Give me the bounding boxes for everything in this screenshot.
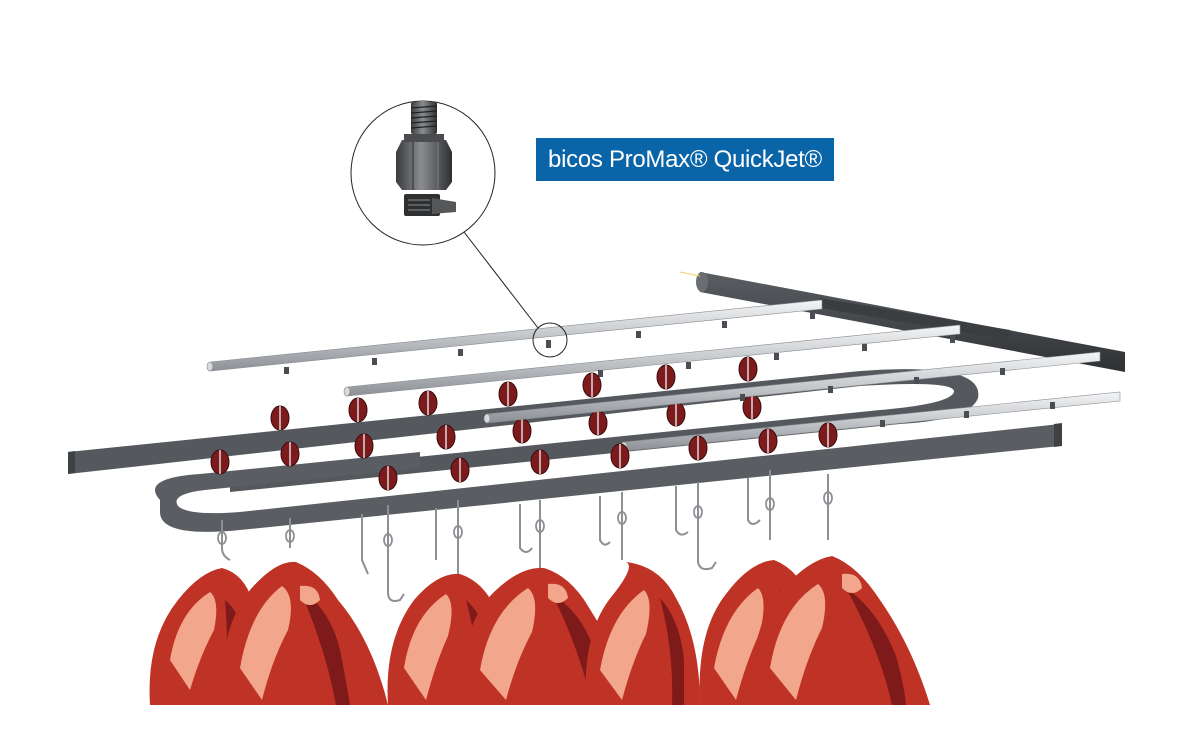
meat-carcasses [149,556,930,705]
carcass [751,556,930,705]
callout-target-ring [532,322,568,358]
spray-pipe-3 [483,351,1101,424]
rollers-front [210,422,838,491]
spray-pipe-1 [206,299,823,372]
conveyor-track-front [155,423,1062,532]
spray-pipe-2 [343,324,961,397]
nozzle-label: bicos ProMax® QuickJet® [536,138,834,181]
nozzle-row-2 [598,336,955,377]
nozzle-row-1 [284,312,815,374]
hook-links [217,491,833,547]
carcass [585,562,700,705]
nozzle-icon [396,102,456,216]
nozzle-row-4 [880,402,1055,427]
nozzle-row-3 [740,368,1005,401]
rollers-back [270,356,762,444]
callout-leader-line [463,231,539,329]
magnifier-callout [350,100,568,358]
carcass [221,561,388,705]
hooks [221,470,829,602]
main-header-pipe [679,271,1125,372]
